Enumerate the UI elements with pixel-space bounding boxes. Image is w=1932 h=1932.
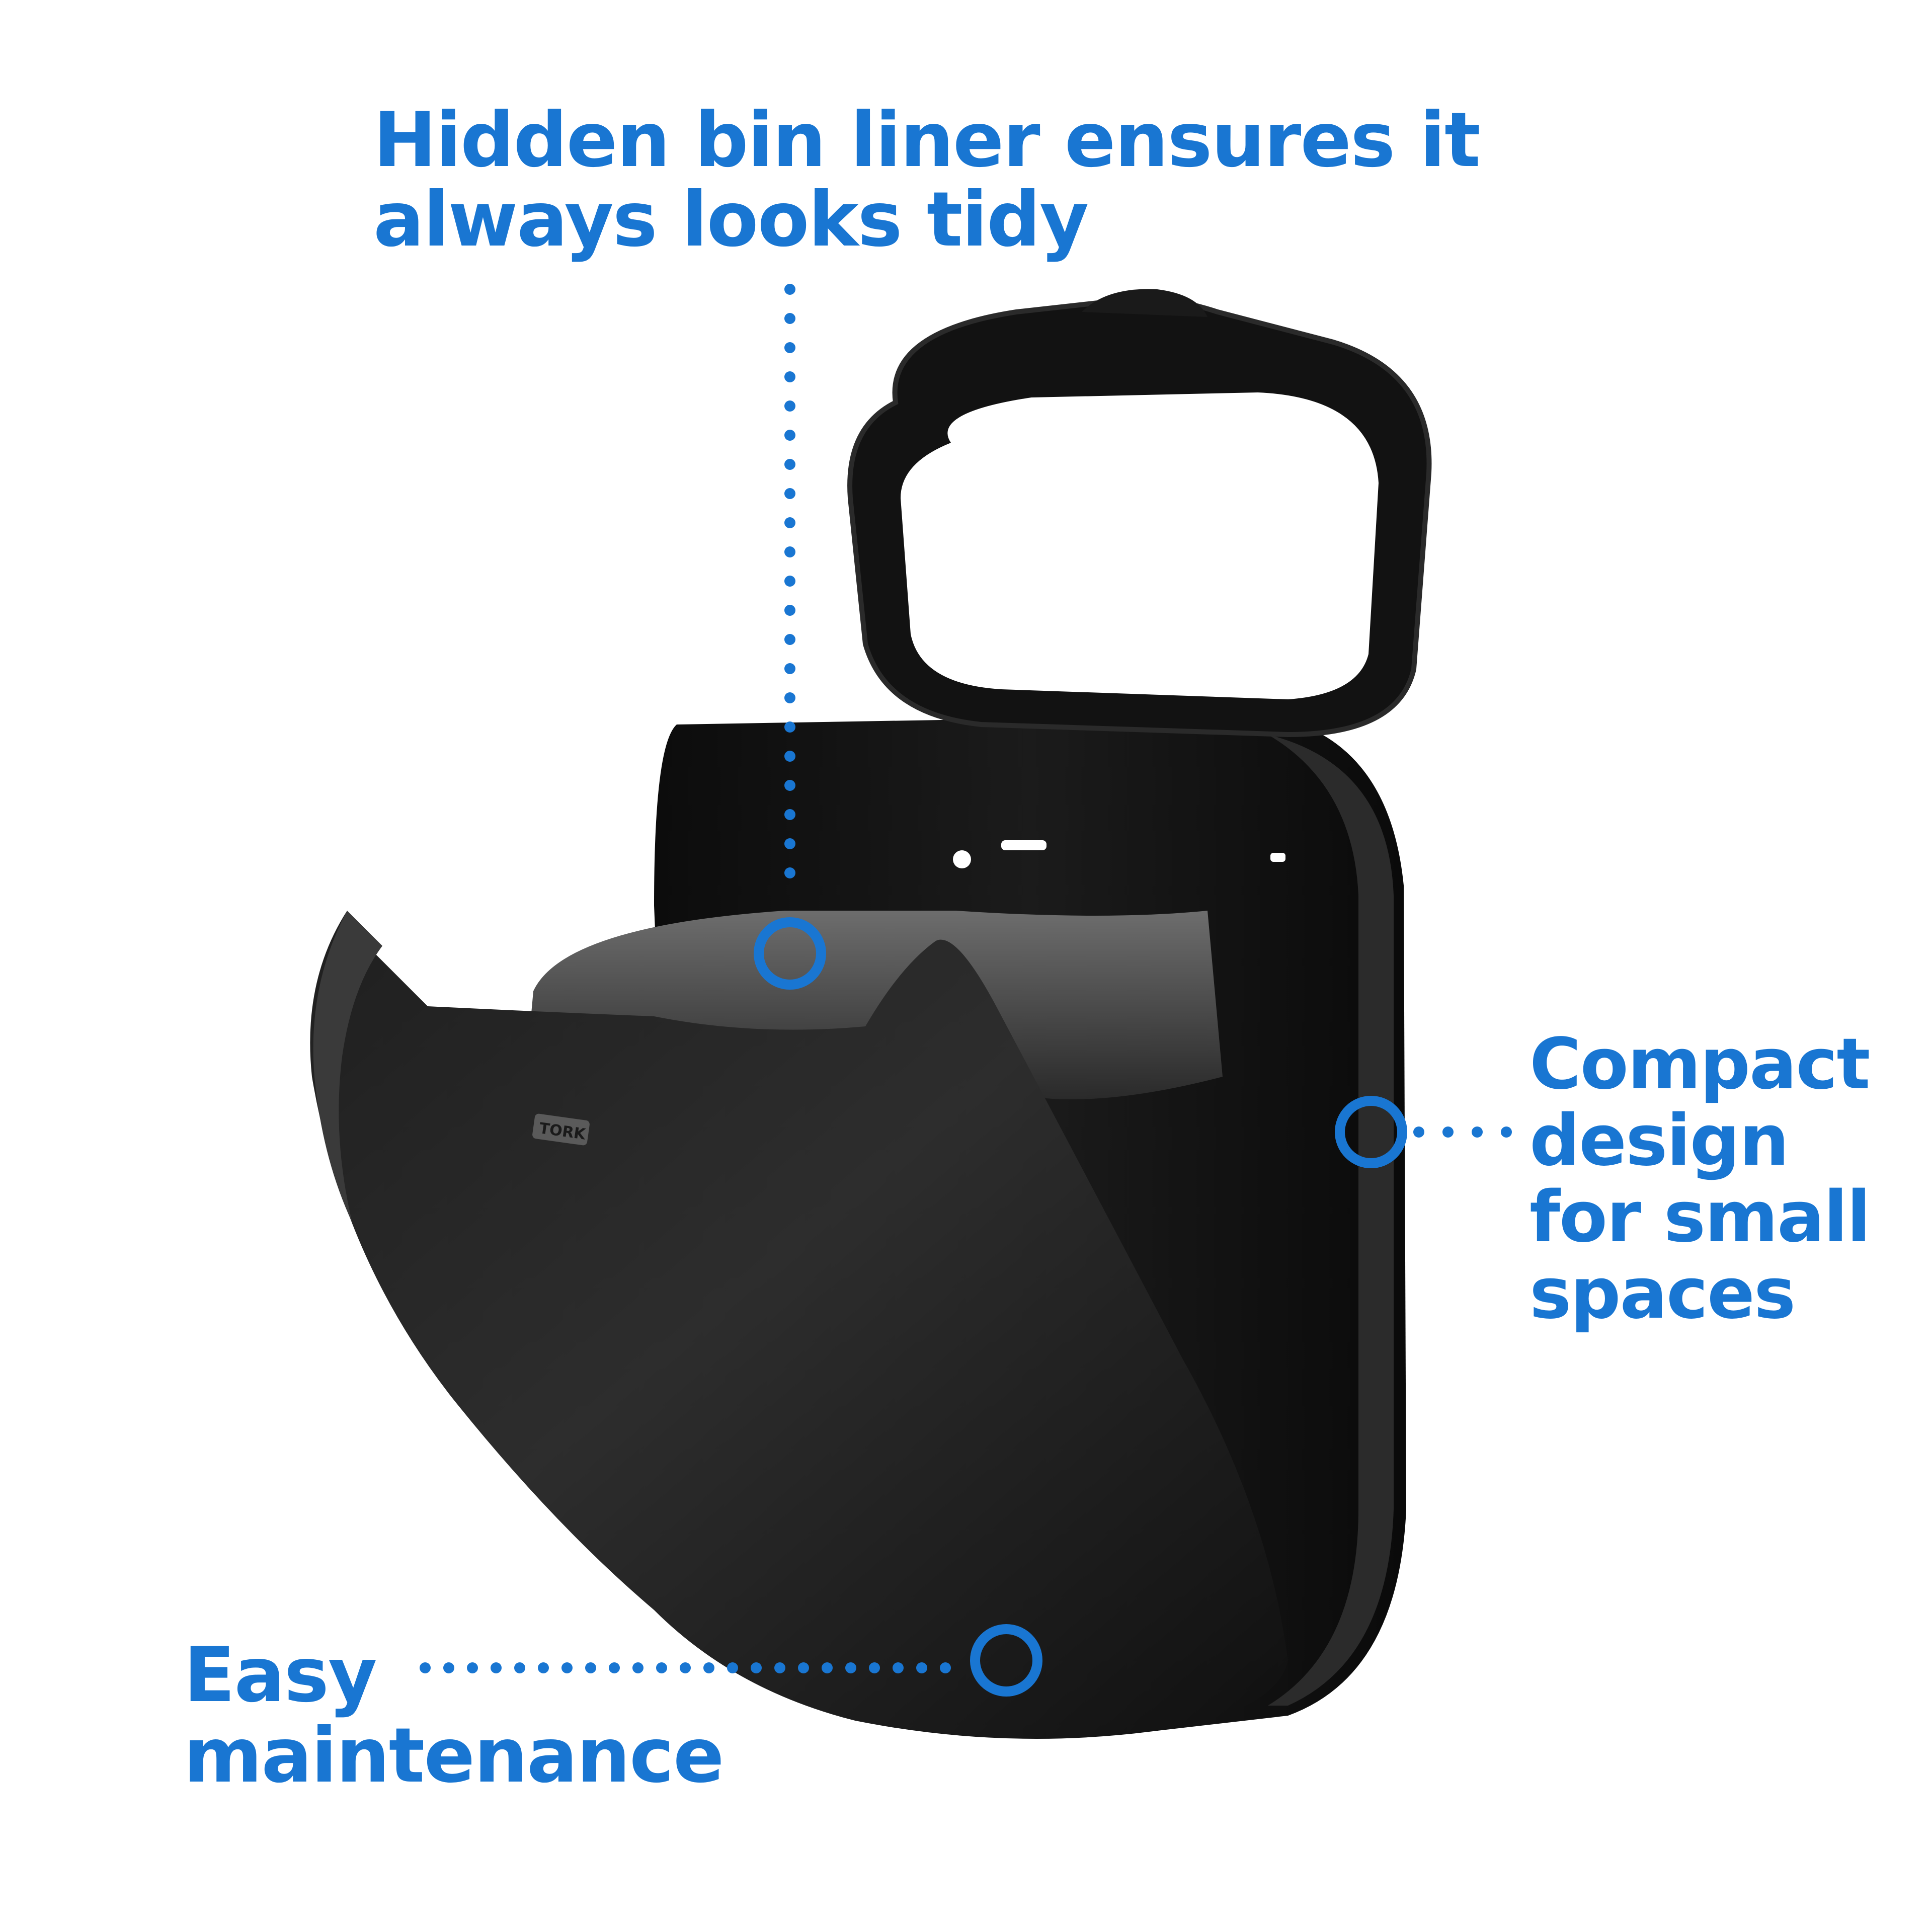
- back-keyhole: [953, 850, 971, 868]
- tork-logo: TORK: [532, 1113, 590, 1146]
- hidden-liner-callout: Hidden bin liner ensures it always looks…: [373, 97, 1481, 264]
- top-callout-marker: [754, 284, 826, 990]
- lid-window: [901, 392, 1379, 699]
- door-rim: [313, 911, 382, 1223]
- bottom-callout-marker: [420, 1624, 1042, 1697]
- right-callout-marker: [1335, 1096, 1520, 1168]
- back-slot: [1001, 840, 1046, 850]
- easy-maintenance-callout: Easy maintenance: [184, 1632, 725, 1800]
- compact-design-callout: Compact design for small spaces: [1530, 1023, 1871, 1335]
- back-slot: [1270, 853, 1285, 862]
- lid-handle: [1082, 289, 1208, 317]
- bin-side-edge: [1268, 735, 1394, 1706]
